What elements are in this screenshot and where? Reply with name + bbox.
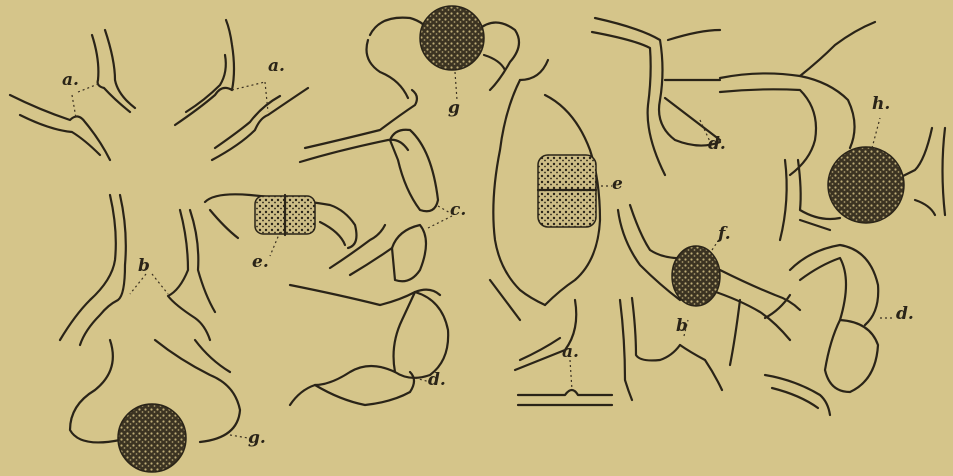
figure-f bbox=[618, 205, 800, 340]
label-g-bottom: g. bbox=[248, 430, 266, 447]
figure-e-centre bbox=[490, 60, 612, 320]
label-a-top-second: a. bbox=[268, 58, 285, 75]
label-d-top-right: d. bbox=[708, 136, 726, 153]
figure-g-bottom bbox=[70, 340, 248, 472]
label-e-centre: e bbox=[612, 176, 623, 193]
figure-a-top-left bbox=[10, 30, 135, 160]
label-h: h. bbox=[872, 96, 890, 113]
figure-h bbox=[780, 118, 945, 240]
figure-a-top-second bbox=[175, 20, 308, 160]
label-b-bottom: b bbox=[676, 318, 688, 335]
label-c: c. bbox=[450, 202, 466, 219]
label-b-left: b bbox=[138, 258, 150, 275]
label-a-bottom: a. bbox=[562, 344, 579, 361]
label-d-left: d. bbox=[428, 372, 446, 389]
figure-d-bottom-right bbox=[765, 245, 895, 415]
figure-b-bottom bbox=[620, 298, 740, 400]
label-f: f. bbox=[718, 226, 731, 243]
label-e-left: e. bbox=[252, 254, 269, 271]
label-g-top: g bbox=[448, 100, 460, 117]
figure-d-top-right bbox=[592, 18, 875, 175]
figure-g-top bbox=[367, 6, 520, 100]
figure-e-left bbox=[205, 194, 356, 256]
label-a-top-left: a. bbox=[62, 72, 79, 89]
label-d-bottom-right: d. bbox=[896, 306, 914, 323]
figure-d-left bbox=[290, 285, 448, 405]
figure-c bbox=[300, 90, 452, 281]
